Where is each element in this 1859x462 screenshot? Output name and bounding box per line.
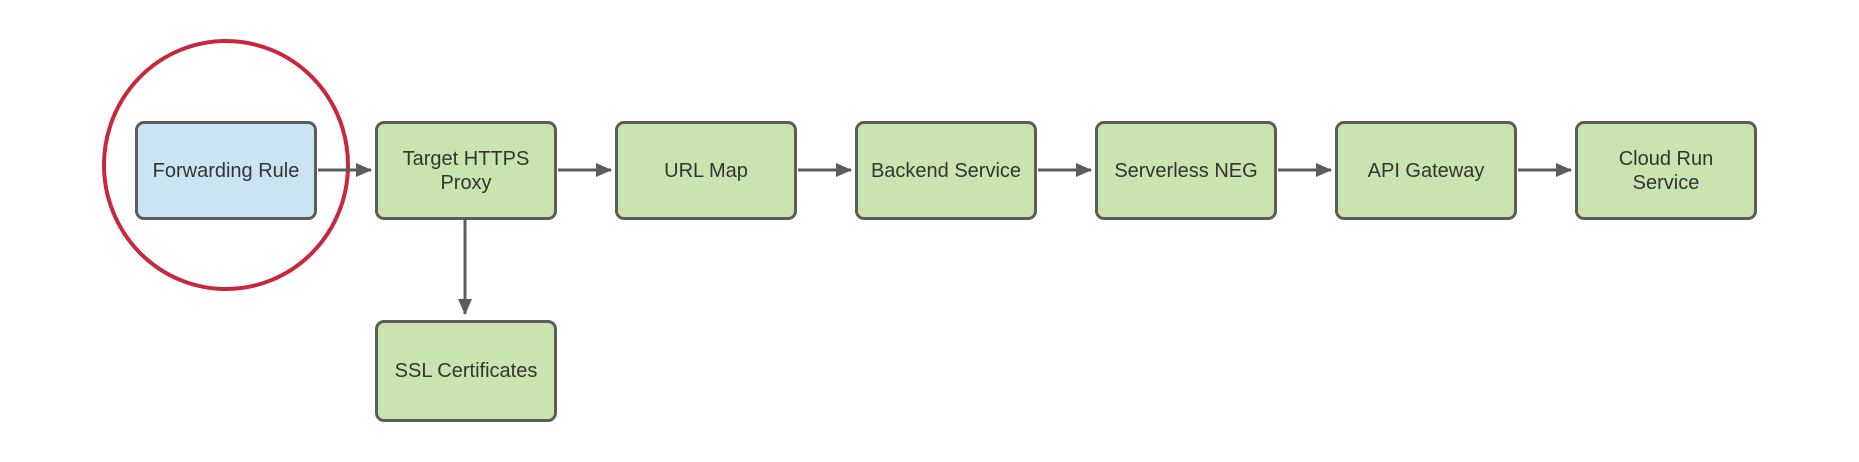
node-api-gateway: API Gateway <box>1335 121 1517 220</box>
node-backend-service-label: Backend Service <box>870 159 1022 182</box>
node-url-map-label: URL Map <box>664 159 748 182</box>
node-target-https-proxy-label: Target HTTPS Proxy <box>402 147 530 194</box>
node-api-gateway-label: API Gateway <box>1367 159 1485 182</box>
node-forwarding-rule: Forwarding Rule <box>135 121 317 220</box>
node-serverless-neg: Serverless NEG <box>1095 121 1277 220</box>
node-ssl-certificates: SSL Certificates <box>375 320 557 422</box>
node-target-https-proxy: Target HTTPS Proxy <box>375 121 557 220</box>
node-forwarding-rule-label: Forwarding Rule <box>152 159 300 182</box>
node-backend-service: Backend Service <box>855 121 1037 220</box>
node-serverless-neg-label: Serverless NEG <box>1114 159 1258 182</box>
node-url-map: URL Map <box>615 121 797 220</box>
node-cloud-run-service-label: Cloud Run Service <box>1618 147 1714 194</box>
node-ssl-certificates-label: SSL Certificates <box>394 360 538 382</box>
node-cloud-run-service: Cloud Run Service <box>1575 121 1757 220</box>
